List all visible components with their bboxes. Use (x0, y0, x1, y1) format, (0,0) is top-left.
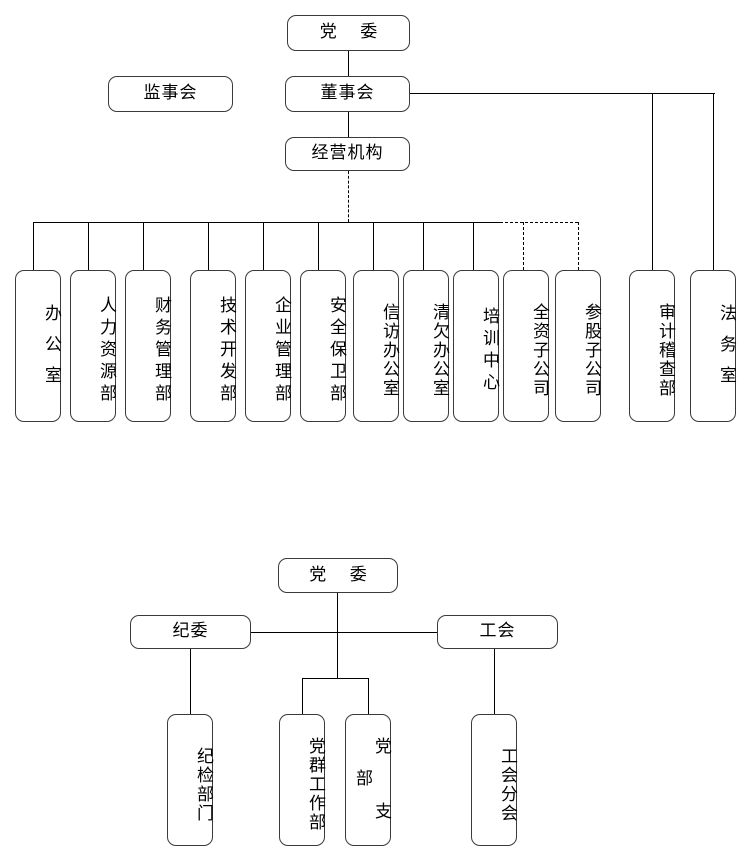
node-department-3[interactable]: 技术开发部 (190, 270, 236, 422)
connector-dept-drop-9 (523, 222, 524, 270)
node-department-0[interactable]: 办公室 (15, 270, 61, 422)
connector-dept-drop-8 (473, 222, 474, 270)
node-department-6[interactable]: 信访办公室 (353, 270, 399, 422)
connector-board-to-right-units (410, 93, 715, 94)
node-department-9[interactable]: 全资子公司 (503, 270, 549, 422)
node-discipline-committee[interactable]: 纪委 (130, 615, 251, 649)
connector-dept-drop-2 (143, 222, 144, 270)
node-labor-union[interactable]: 工会 (437, 615, 558, 649)
connector-dept-drop-0 (33, 222, 34, 270)
connector-dept-drop-6 (373, 222, 374, 270)
connector-operating-body-to-dept-bus (348, 171, 349, 222)
node-discipline-unit[interactable]: 纪检部门 (167, 714, 213, 846)
party-sub-bus (302, 678, 368, 679)
connector-dept-drop-10 (578, 222, 579, 270)
connector-discipline-to-unit (190, 649, 191, 714)
dept-bus-solid (33, 222, 500, 223)
node-board-unit-1[interactable]: 法务室 (690, 270, 736, 422)
node-party-branch[interactable]: 党 支 部 (345, 714, 391, 846)
node-union-branch[interactable]: 工会分会 (471, 714, 517, 846)
connector-party-bottom-down (337, 593, 338, 679)
connector-board-unit-drop-1 (713, 93, 714, 270)
connector-discipline-to-union (251, 632, 437, 633)
node-department-2[interactable]: 财务管理部 (125, 270, 171, 422)
node-operating-body[interactable]: 经营机构 (285, 137, 410, 171)
connector-party-sub-drop-0 (302, 678, 303, 714)
dept-bus-dashed (500, 222, 578, 223)
node-party-mass-work-dept[interactable]: 党群工作部 (279, 714, 325, 846)
node-department-7[interactable]: 清欠办公室 (403, 270, 449, 422)
node-department-5[interactable]: 安全保卫部 (300, 270, 346, 422)
connector-party-sub-drop-1 (368, 678, 369, 714)
connector-party-to-board (348, 51, 349, 76)
connector-board-unit-drop-0 (652, 93, 653, 270)
node-board-unit-0[interactable]: 审计稽查部 (629, 270, 675, 422)
node-department-8[interactable]: 培训中心 (453, 270, 499, 422)
node-party-committee-top[interactable]: 党 委 (287, 15, 410, 51)
node-board-of-supervisors[interactable]: 监事会 (108, 76, 233, 112)
connector-dept-drop-3 (208, 222, 209, 270)
connector-dept-drop-4 (263, 222, 264, 270)
connector-board-to-operating-body (348, 112, 349, 137)
connector-dept-drop-5 (318, 222, 319, 270)
connector-dept-drop-7 (423, 222, 424, 270)
node-board-of-directors[interactable]: 董事会 (285, 76, 410, 112)
node-department-1[interactable]: 人力资源部 (70, 270, 116, 422)
node-party-committee-bottom[interactable]: 党 委 (278, 558, 398, 593)
connector-union-to-branch (494, 649, 495, 714)
connector-dept-drop-1 (88, 222, 89, 270)
node-department-4[interactable]: 企业管理部 (245, 270, 291, 422)
node-department-10[interactable]: 参股子公司 (555, 270, 601, 422)
